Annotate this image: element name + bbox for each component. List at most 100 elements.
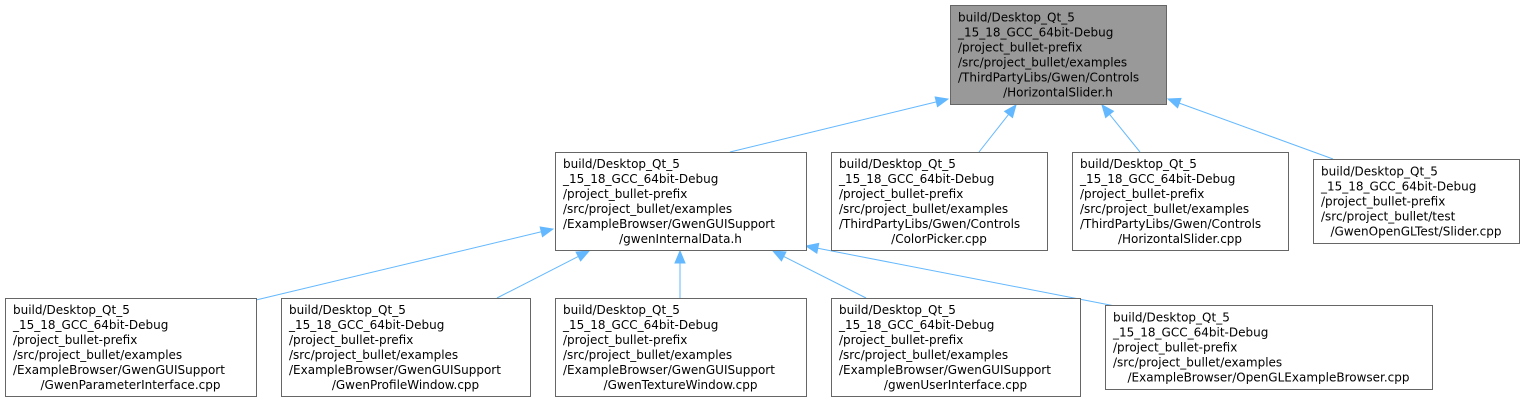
node-gwenInternalData[interactable]: build/Desktop_Qt_5_15_18_GCC_64bit-Debug… <box>555 152 807 251</box>
node-label-line: _15_18_GCC_64bit-Debug <box>957 26 1113 40</box>
node-label-line: _15_18_GCC_64bit-Debug <box>1079 172 1235 186</box>
node-root[interactable]: build/Desktop_Qt_5_15_18_GCC_64bit-Debug… <box>950 5 1167 105</box>
node-label-line: /src/project_bullet/examples <box>958 56 1127 70</box>
node-horizontalSliderCpp[interactable]: build/Desktop_Qt_5_15_18_GCC_64bit-Debug… <box>1072 152 1289 251</box>
edge-horizontalSliderCpp-to-root <box>1101 103 1141 153</box>
edge-arrowhead <box>1101 103 1115 119</box>
node-gwenUserInterface[interactable]: build/Desktop_Qt_5_15_18_GCC_64bit-Debug… <box>831 298 1081 397</box>
node-label-line: /ExampleBrowser/GwenGUISupport <box>839 363 1051 377</box>
node-label-line: _15_18_GCC_64bit-Debug <box>838 172 994 186</box>
node-label-line: /GwenOpenGLTest/Slider.cpp <box>1331 225 1502 239</box>
node-label-line: /src/project_bullet/examples <box>1113 356 1282 370</box>
edge-arrowhead <box>575 250 591 262</box>
edge-gwenInternalData-to-root <box>729 96 950 153</box>
node-label-line: /ThirdPartyLibs/Gwen/Controls <box>839 217 1020 231</box>
node-colorPicker[interactable]: build/Desktop_Qt_5_15_18_GCC_64bit-Debug… <box>831 152 1048 251</box>
node-label-line: /src/project_bullet/examples <box>839 348 1008 362</box>
node-label-line: /project_bullet-prefix <box>289 333 413 347</box>
node-label-line: /GwenProfileWindow.cpp <box>332 378 479 392</box>
node-label-line: build/Desktop_Qt_5 <box>839 303 956 317</box>
edge-line <box>783 255 867 299</box>
node-label-line: /project_bullet-prefix <box>1321 195 1445 209</box>
node-box <box>831 298 1081 397</box>
edge-arrowhead <box>934 96 950 108</box>
edge-line <box>1179 102 1334 160</box>
node-gwenProfileWindow[interactable]: build/Desktop_Qt_5_15_18_GCC_64bit-Debug… <box>281 298 531 397</box>
root-node-box <box>950 5 1167 105</box>
node-label-line: /src/project_bullet/examples <box>289 348 458 362</box>
edge-arrowhead <box>1003 103 1017 119</box>
edge-arrowhead <box>539 226 555 238</box>
node-openGLExampleBrowser[interactable]: build/Desktop_Qt_5_15_18_GCC_64bit-Debug… <box>1105 305 1433 390</box>
node-label-line: build/Desktop_Qt_5 <box>1080 157 1197 171</box>
node-box <box>1105 305 1433 390</box>
node-label-line: /HorizontalSlider.h <box>1003 86 1113 100</box>
edge-line <box>496 256 579 299</box>
edge-line <box>978 114 1009 153</box>
edge-arrowhead <box>1166 97 1182 109</box>
node-label-line: /project_bullet-prefix <box>958 41 1082 55</box>
node-label-line: build/Desktop_Qt_5 <box>1321 165 1438 179</box>
edge-openGLExampleBrowser-to-gwenInternalData <box>804 242 1116 307</box>
node-label-line: _15_18_GCC_64bit-Debug <box>562 318 718 332</box>
node-box <box>555 298 807 397</box>
node-label-line: build/Desktop_Qt_5 <box>289 303 406 317</box>
node-label-line: /src/project_bullet/examples <box>13 348 182 362</box>
node-label-line: /GwenTextureWindow.cpp <box>604 378 758 392</box>
edge-arrowhead <box>804 242 820 255</box>
node-label-line: /project_bullet-prefix <box>839 333 963 347</box>
node-label-line: _15_18_GCC_64bit-Debug <box>1112 326 1268 340</box>
node-label-line: /ExampleBrowser/GwenGUISupport <box>563 363 775 377</box>
node-label-line: build/Desktop_Qt_5 <box>563 157 680 171</box>
edges-layer <box>255 96 1334 307</box>
node-label-line: /ColorPicker.cpp <box>891 232 987 246</box>
edge-gwenProfileWindow-to-gwenInternalData <box>496 250 591 299</box>
node-label-line: /src/project_bullet/examples <box>839 202 1008 216</box>
node-sliderTest[interactable]: build/Desktop_Qt_5_15_18_GCC_64bit-Debug… <box>1313 159 1520 244</box>
edge-sliderTest-to-root <box>1166 97 1334 160</box>
node-label-line: build/Desktop_Qt_5 <box>958 11 1075 25</box>
node-label-line: /project_bullet-prefix <box>13 333 137 347</box>
node-label-line: build/Desktop_Qt_5 <box>563 303 680 317</box>
node-label-line: /ExampleBrowser/OpenGLExampleBrowser.cpp <box>1127 371 1409 385</box>
node-label-line: /project_bullet-prefix <box>1080 187 1204 201</box>
node-label-line: /src/project_bullet/examples <box>563 348 732 362</box>
edge-line <box>817 247 1116 307</box>
node-label-line: /ThirdPartyLibs/Gwen/Controls <box>958 71 1139 85</box>
node-label-line: /project_bullet-prefix <box>563 187 687 201</box>
node-label-line: _15_18_GCC_64bit-Debug <box>838 318 994 332</box>
node-gwenParameterInterface[interactable]: build/Desktop_Qt_5_15_18_GCC_64bit-Debug… <box>5 298 257 397</box>
node-label-line: /src/project_bullet/examples <box>563 202 732 216</box>
node-label-line: /project_bullet-prefix <box>839 187 963 201</box>
node-label-line: /gwenUserInterface.cpp <box>884 378 1027 392</box>
node-box <box>5 298 257 397</box>
node-label-line: _15_18_GCC_64bit-Debug <box>12 318 168 332</box>
node-label-line: /gwenInternalData.h <box>619 232 742 246</box>
edge-line <box>729 101 937 153</box>
node-box <box>555 152 807 251</box>
node-box <box>1072 152 1289 251</box>
node-label-line: /project_bullet-prefix <box>563 333 687 347</box>
node-box <box>281 298 531 397</box>
edge-gwenUserInterface-to-gwenInternalData <box>771 250 867 299</box>
node-box <box>831 152 1048 251</box>
edge-gwenParameterInterface-to-gwenInternalData <box>255 226 555 301</box>
node-box <box>1313 159 1520 244</box>
nodes-layer: build/Desktop_Qt_5_15_18_GCC_64bit-Debug… <box>5 5 1520 397</box>
node-label-line: build/Desktop_Qt_5 <box>1113 311 1230 325</box>
edge-arrowhead <box>674 249 686 264</box>
node-label-line: /GwenParameterInterface.cpp <box>41 378 221 392</box>
node-gwenTextureWindow[interactable]: build/Desktop_Qt_5_15_18_GCC_64bit-Debug… <box>555 298 807 397</box>
node-label-line: _15_18_GCC_64bit-Debug <box>1320 180 1476 194</box>
node-label-line: /ExampleBrowser/GwenGUISupport <box>563 217 775 231</box>
node-label-line: build/Desktop_Qt_5 <box>13 303 130 317</box>
edge-line <box>255 231 542 301</box>
node-label-line: build/Desktop_Qt_5 <box>839 157 956 171</box>
edge-colorPicker-to-root <box>978 103 1017 153</box>
node-label-line: /src/project_bullet/examples <box>1080 202 1249 216</box>
edge-gwenTextureWindow-to-gwenInternalData <box>674 249 686 298</box>
node-label-line: _15_18_GCC_64bit-Debug <box>562 172 718 186</box>
node-label-line: /ThirdPartyLibs/Gwen/Controls <box>1080 217 1261 231</box>
edge-arrowhead <box>771 250 787 262</box>
